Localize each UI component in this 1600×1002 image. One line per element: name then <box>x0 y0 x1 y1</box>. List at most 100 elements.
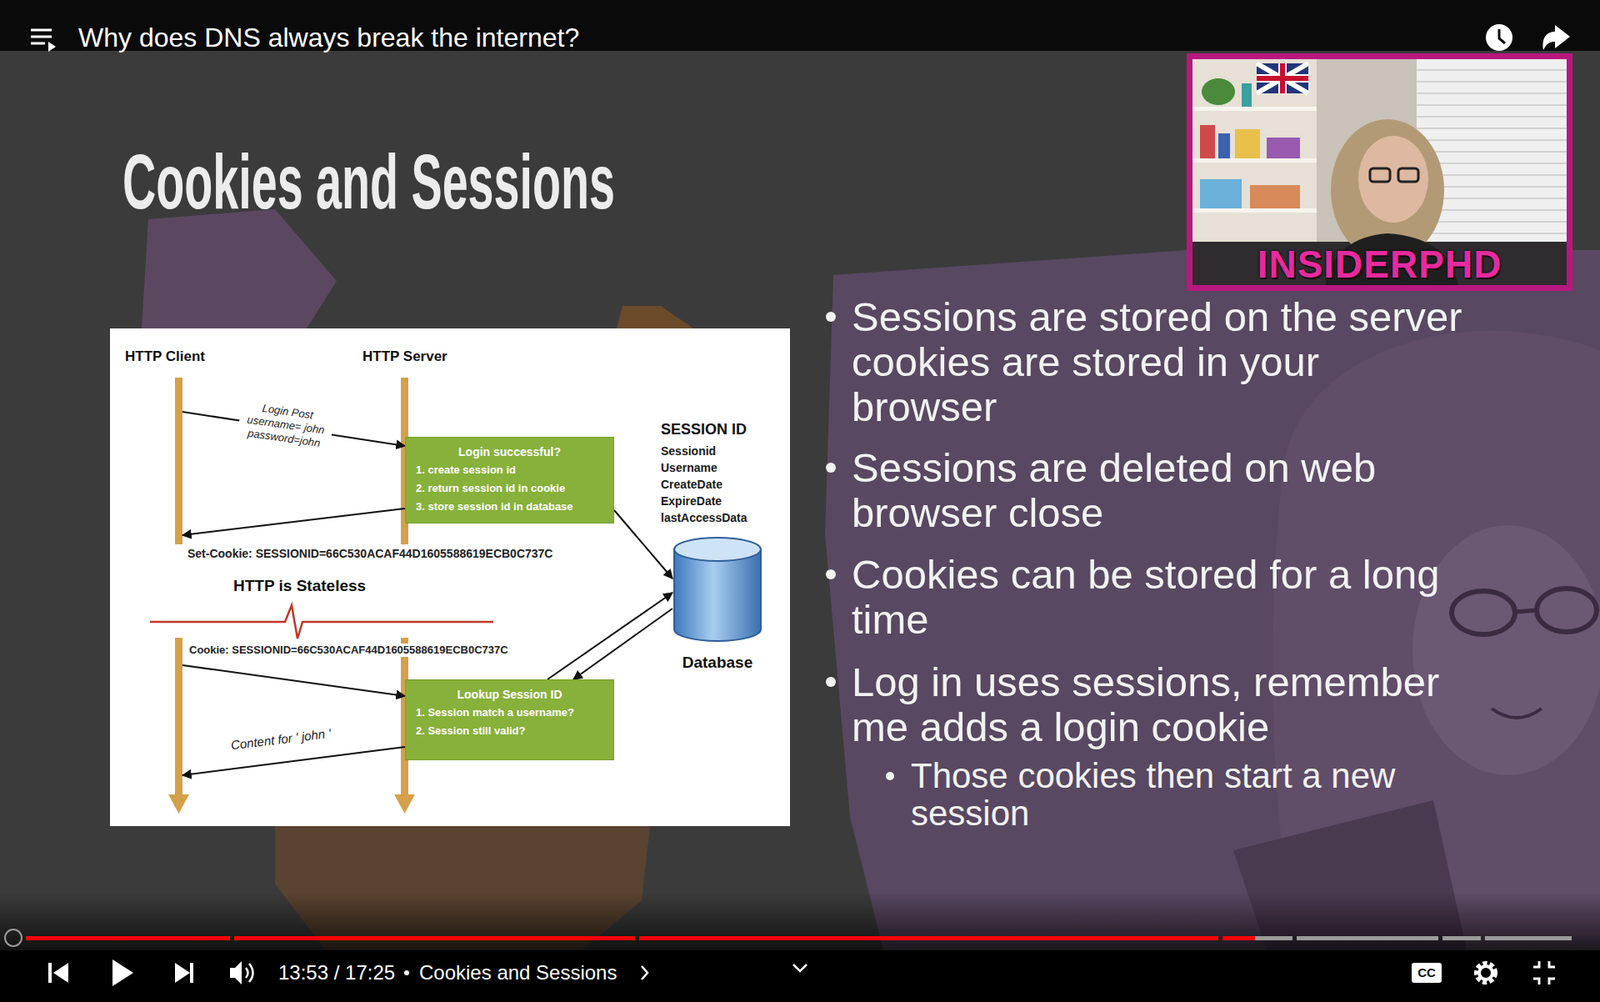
field-name: Sessionid <box>660 443 716 459</box>
message-arrow <box>573 608 673 680</box>
watch-later-icon <box>1499 29 1505 44</box>
cartoon-smile <box>1491 708 1542 718</box>
share-icon <box>1543 25 1570 50</box>
annotation-tool-icon <box>5 929 22 946</box>
bullet-dot <box>885 771 895 780</box>
volume-icon <box>245 963 254 982</box>
box-step: 1. Session match a username? <box>415 703 575 722</box>
bullet-text: Cookies can be stored for a long time <box>851 551 1469 642</box>
bullet-dot <box>825 569 836 580</box>
edge-label: Set-Cookie: SESSIONID=66C530ACAF44D16055… <box>185 546 555 561</box>
hexagon-shape <box>616 305 694 329</box>
watch-later-icon <box>1485 24 1513 51</box>
previous-icon <box>48 962 52 983</box>
bullet-dot <box>825 311 836 322</box>
diagram-panel <box>110 328 790 826</box>
lifeline-segment <box>175 637 183 798</box>
dropdown-chevron <box>793 964 807 971</box>
webcam-person-face <box>1358 135 1429 223</box>
cartoon-face <box>1412 525 1600 775</box>
box-step: 2. return session id in cookie <box>415 479 565 498</box>
channel-watermark: INSIDERPHD <box>1192 243 1567 285</box>
lifeline-arrowhead <box>168 794 190 814</box>
message-arrow <box>182 665 405 696</box>
webcam-box <box>1235 129 1260 159</box>
progress-played <box>1222 935 1255 940</box>
webcam-flag <box>1256 63 1309 94</box>
slide-title: Cookies and Sessions <box>122 143 615 220</box>
cartoon-glasses <box>1536 588 1597 632</box>
progress-played <box>25 935 230 940</box>
message-arrow <box>547 592 673 680</box>
webcam-box <box>1250 185 1300 209</box>
separator-dot <box>404 970 410 975</box>
message-arrow <box>182 746 405 775</box>
field-name: lastAccessData <box>660 510 748 525</box>
bullet-text: Log in uses sessions, remember me adds a… <box>851 659 1469 750</box>
lifeline-arrowhead <box>394 794 415 814</box>
captions-label: CC <box>1411 962 1442 983</box>
field-name: CreateDate <box>660 476 723 492</box>
playlist-icon <box>30 30 52 44</box>
playlist-icon <box>48 41 56 52</box>
bullet-text: Sessions are deleted on web browser clos… <box>851 445 1469 535</box>
lifeline-heading: HTTP Client <box>125 348 205 365</box>
box-heading: Lookup Session ID <box>456 685 562 704</box>
stateless-note: HTTP is Stateless <box>233 576 366 595</box>
edge-label: Login Post username= john password=john <box>236 398 335 451</box>
progress-remaining <box>1296 935 1439 940</box>
diagram-area: HTTP ClientHTTP ServerLogin successful?1… <box>110 328 790 826</box>
stateless-line <box>150 605 494 639</box>
progress-remaining <box>1442 935 1481 940</box>
bullet-dot <box>825 462 836 473</box>
webcam-scene <box>1191 58 1568 286</box>
lifeline: HTTP Client <box>175 377 183 814</box>
controls-bar <box>0 950 1600 1002</box>
bullet-text: Sessions are stored on the server cookie… <box>851 294 1469 430</box>
progress-remaining <box>1255 935 1293 940</box>
database-shape <box>672 535 763 644</box>
webcam-person-glasses <box>1398 168 1419 182</box>
message-arrow <box>182 411 405 446</box>
bullet-dot <box>825 676 836 687</box>
webcam-desk <box>1191 241 1568 286</box>
chapter-chevron <box>641 965 648 980</box>
lifeline-bar <box>175 377 183 814</box>
settings-icon <box>1479 965 1493 980</box>
message-arrow <box>614 510 673 579</box>
process-box: Login successful?1. create session id2. … <box>405 436 615 524</box>
webcam-shelf-board <box>1191 158 1317 163</box>
webcam-book <box>1200 125 1215 159</box>
webcam-person-glasses <box>1370 168 1390 182</box>
edge-label: Content for ' john ' <box>227 725 335 753</box>
table-heading: SESSION ID <box>660 420 747 439</box>
play-icon <box>112 959 134 986</box>
captions-button <box>1411 962 1442 983</box>
webcam-box <box>1200 179 1242 209</box>
webcam-frame: INSIDERPHD <box>1186 53 1573 291</box>
lifeline-segment <box>175 377 183 545</box>
webcam-flag-cross <box>1256 75 1309 81</box>
webcam-shelf-board <box>1191 208 1317 213</box>
field-name: Username <box>660 460 718 475</box>
webcam-flag-cross <box>1256 63 1309 94</box>
database-body <box>674 549 761 641</box>
hexagon-shape <box>141 209 337 329</box>
previous-icon <box>53 962 69 983</box>
webcam-book <box>1218 133 1230 159</box>
database-top <box>674 537 761 561</box>
next-icon <box>175 962 190 983</box>
cartoon-glasses-bridge <box>1515 610 1537 612</box>
cartoon-glasses <box>1451 590 1515 635</box>
webcam-shelf-board <box>1191 106 1317 111</box>
controls-gradient <box>0 891 1600 950</box>
box-step: 1. create session id <box>415 460 516 480</box>
box-step: 2. Session still valid? <box>415 721 526 740</box>
webcam-wall <box>1191 58 1568 286</box>
box-step: 3. store session id in database <box>415 497 574 516</box>
time-display: 13:53 / 17:25 <box>278 960 395 985</box>
progress-played <box>639 935 1219 940</box>
video-title: Why does DNS always break the internet? <box>78 22 580 53</box>
